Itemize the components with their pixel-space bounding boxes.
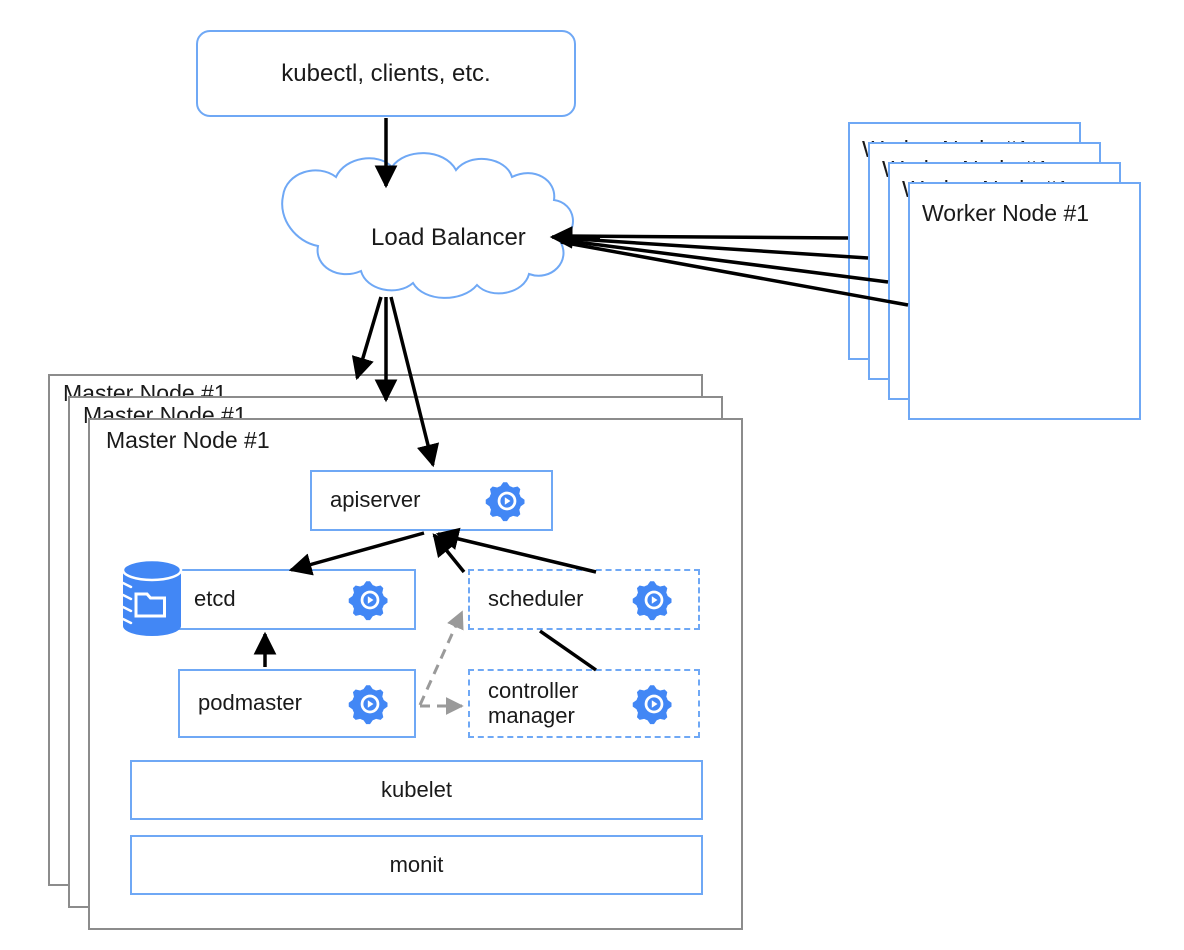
component-kubelet[interactable]: kubelet bbox=[130, 760, 703, 820]
controller-manager-line-1: controller bbox=[488, 677, 579, 703]
gear-play-icon bbox=[632, 578, 676, 622]
component-monit-label: monit bbox=[389, 851, 444, 877]
component-podmaster[interactable]: podmaster bbox=[178, 669, 416, 738]
controller-manager-line-2: manager bbox=[488, 702, 575, 728]
component-scheduler-label: scheduler bbox=[488, 586, 584, 612]
database-folder-icon bbox=[117, 556, 187, 640]
gear-play-icon bbox=[632, 682, 676, 726]
component-apiserver-label: apiserver bbox=[330, 487, 421, 513]
component-controller-manager-label: controller manager bbox=[470, 677, 579, 728]
component-podmaster-label: podmaster bbox=[198, 690, 302, 716]
component-etcd-label: etcd bbox=[194, 586, 236, 612]
load-balancer-label: Load Balancer bbox=[371, 224, 526, 251]
component-etcd[interactable]: etcd bbox=[148, 569, 416, 630]
component-scheduler[interactable]: scheduler bbox=[468, 569, 700, 630]
load-balancer-cloud[interactable] bbox=[281, 152, 574, 299]
gear-play-icon bbox=[485, 479, 529, 523]
client-box-label: kubectl, clients, etc. bbox=[281, 59, 491, 87]
gear-play-icon bbox=[348, 682, 392, 726]
component-controller-manager[interactable]: controller manager bbox=[468, 669, 700, 738]
component-monit[interactable]: monit bbox=[130, 835, 703, 895]
component-apiserver[interactable]: apiserver bbox=[310, 470, 553, 531]
worker-node-frame-1[interactable] bbox=[908, 182, 1141, 420]
gear-play-icon bbox=[348, 578, 392, 622]
client-box[interactable]: kubectl, clients, etc. bbox=[196, 30, 576, 117]
component-kubelet-label: kubelet bbox=[381, 776, 452, 802]
